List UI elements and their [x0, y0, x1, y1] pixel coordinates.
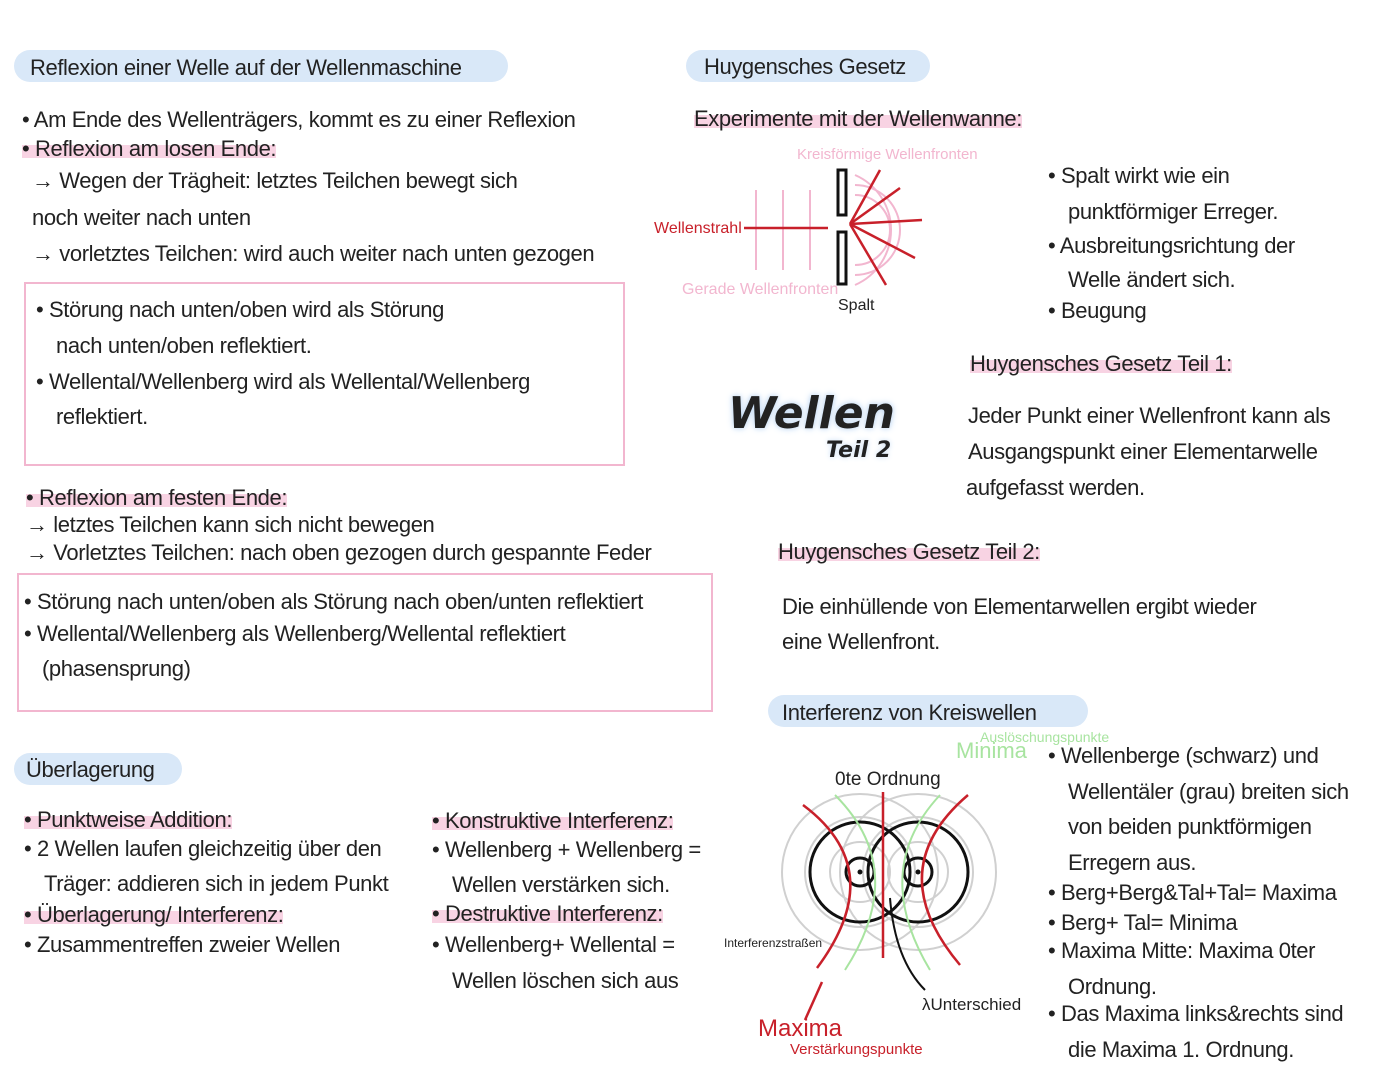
text-line: • 2 Wellen laufen gleichzeitig über den [24, 836, 382, 861]
text-line: → Wegen der Trägheit: letztes Teilchen b… [32, 168, 518, 193]
text-line: • Beugung [1048, 298, 1147, 323]
text-line: • Reflexion am festen Ende: [26, 485, 288, 511]
reflexion-heading: Reflexion einer Welle auf der Wellenmasc… [30, 55, 462, 80]
text-line: • Wellenberg+ Wellental = [432, 932, 675, 957]
teil2-heading: Huygensches Gesetz Teil 2: [778, 539, 1040, 565]
text-line: • Am Ende des Wellenträgers, kommt es zu… [22, 107, 576, 132]
label-ordnung: 0te Ordnung [835, 769, 941, 790]
text-line: Die einhüllende von Elementarwellen ergi… [782, 594, 1257, 619]
text-line: reflektiert. [56, 404, 148, 429]
note-box [24, 282, 625, 466]
text-line: Erregern aus. [1068, 850, 1197, 875]
text-line: • Wellenberge (schwarz) und [1048, 743, 1319, 768]
text-line: (phasensprung) [42, 656, 191, 681]
text-line: • Wellental/Wellenberg als Wellenberg/We… [24, 621, 566, 646]
label-interferenzstrassen: Interferenzstraßen [724, 936, 822, 950]
label-gerade: Gerade Wellenfronten [682, 281, 838, 298]
interference-diagram: Auslöschungspunkte Minima 0te Ordnung In… [724, 729, 1109, 1058]
heading-highlight [14, 50, 508, 82]
text-line: eine Wellenfront. [782, 629, 940, 654]
text-line: → vorletztes Teilchen: wird auch weiter … [32, 241, 595, 266]
huygens-heading: Huygensches Gesetz [704, 54, 906, 79]
label-wellenstrahl: Wellenstrahl [654, 220, 742, 237]
label-maxima: Maxima [758, 1015, 843, 1042]
diffraction-diagram: Kreisförmige Wellenfronten Wellenstrahl … [654, 146, 978, 314]
huygens-subheading: Experimente mit der Wellenwanne: [694, 106, 1022, 132]
text-line: • Wellenberg + Wellenberg = [432, 837, 701, 862]
text-line: punktförmiger Erreger. [1068, 199, 1279, 224]
title-main: Wellen [728, 388, 895, 439]
heading-highlight [14, 753, 182, 785]
text-line: Wellen verstärken sich. [452, 872, 670, 897]
text-line: Jeder Punkt einer Wellenfront kann als [968, 403, 1331, 428]
text-line: → letztes Teilchen kann sich nicht beweg… [26, 512, 435, 537]
text-line: aufgefasst werden. [966, 475, 1145, 500]
text-line: • Konstruktive Interferenz: [432, 808, 674, 834]
label-spalt: Spalt [838, 297, 875, 314]
text-line: Ausgangspunkt einer Elementarwelle [968, 439, 1318, 464]
label-minima: Minima [956, 738, 1028, 763]
label-lambda: λUnterschied [922, 995, 1021, 1014]
text-line: • Reflexion am losen Ende: [22, 136, 277, 162]
text-line: Ordnung. [1068, 974, 1157, 999]
text-line: • Berg+Berg&Tal+Tal= Maxima [1048, 880, 1337, 905]
text-line: Wellen löschen sich aus [452, 968, 679, 993]
text-line: • Überlagerung/ Interferenz: [24, 902, 284, 928]
label-verstaerkung: Verstärkungspunkte [790, 1041, 923, 1058]
heading-highlight [686, 50, 930, 82]
text-line: → Vorletztes Teilchen: nach oben gezogen… [26, 540, 652, 565]
text-line: Welle ändert sich. [1068, 267, 1236, 292]
label-ausloeschung: Auslöschungspunkte [980, 729, 1109, 745]
text-line: • Zusammentreffen zweier Wellen [24, 932, 341, 957]
text-line: noch weiter nach unten [32, 205, 251, 230]
text-line: • Störung nach unten/oben wird als Störu… [36, 297, 444, 322]
text-line: • Maxima Mitte: Maxima 0ter [1048, 938, 1316, 963]
text-line: • Berg+ Tal= Minima [1048, 910, 1238, 935]
text-line: • Das Maxima links&rechts sind [1048, 1001, 1344, 1026]
label-kreisfoermig: Kreisförmige Wellenfronten [797, 146, 978, 163]
text-line: Träger: addieren sich in jedem Punkt [44, 871, 389, 896]
title-sub: Teil 2 [826, 438, 892, 463]
interferenz-heading: Interferenz von Kreiswellen [782, 700, 1037, 725]
text-line: • Störung nach unten/oben als Störung na… [24, 589, 643, 614]
text-line: • Spalt wirkt wie ein [1048, 163, 1230, 188]
text-line: die Maxima 1. Ordnung. [1068, 1037, 1294, 1062]
text-line: von beiden punktförmigen [1068, 814, 1312, 839]
ueberlagerung-heading: Überlagerung [26, 757, 155, 782]
text-line: nach unten/oben reflektiert. [56, 333, 312, 358]
text-line: • Wellental/Wellenberg wird als Wellenta… [36, 369, 530, 394]
text-line: • Punktweise Addition: [24, 807, 233, 833]
text-line: • Ausbreitungsrichtung der [1048, 233, 1295, 258]
teil1-heading: Huygensches Gesetz Teil 1: [970, 351, 1232, 377]
heading-highlight [768, 695, 1088, 727]
text-line: Wellentäler (grau) breiten sich [1068, 779, 1349, 804]
note-box [17, 573, 713, 712]
text-line: • Destruktive Interferenz: [432, 901, 663, 927]
